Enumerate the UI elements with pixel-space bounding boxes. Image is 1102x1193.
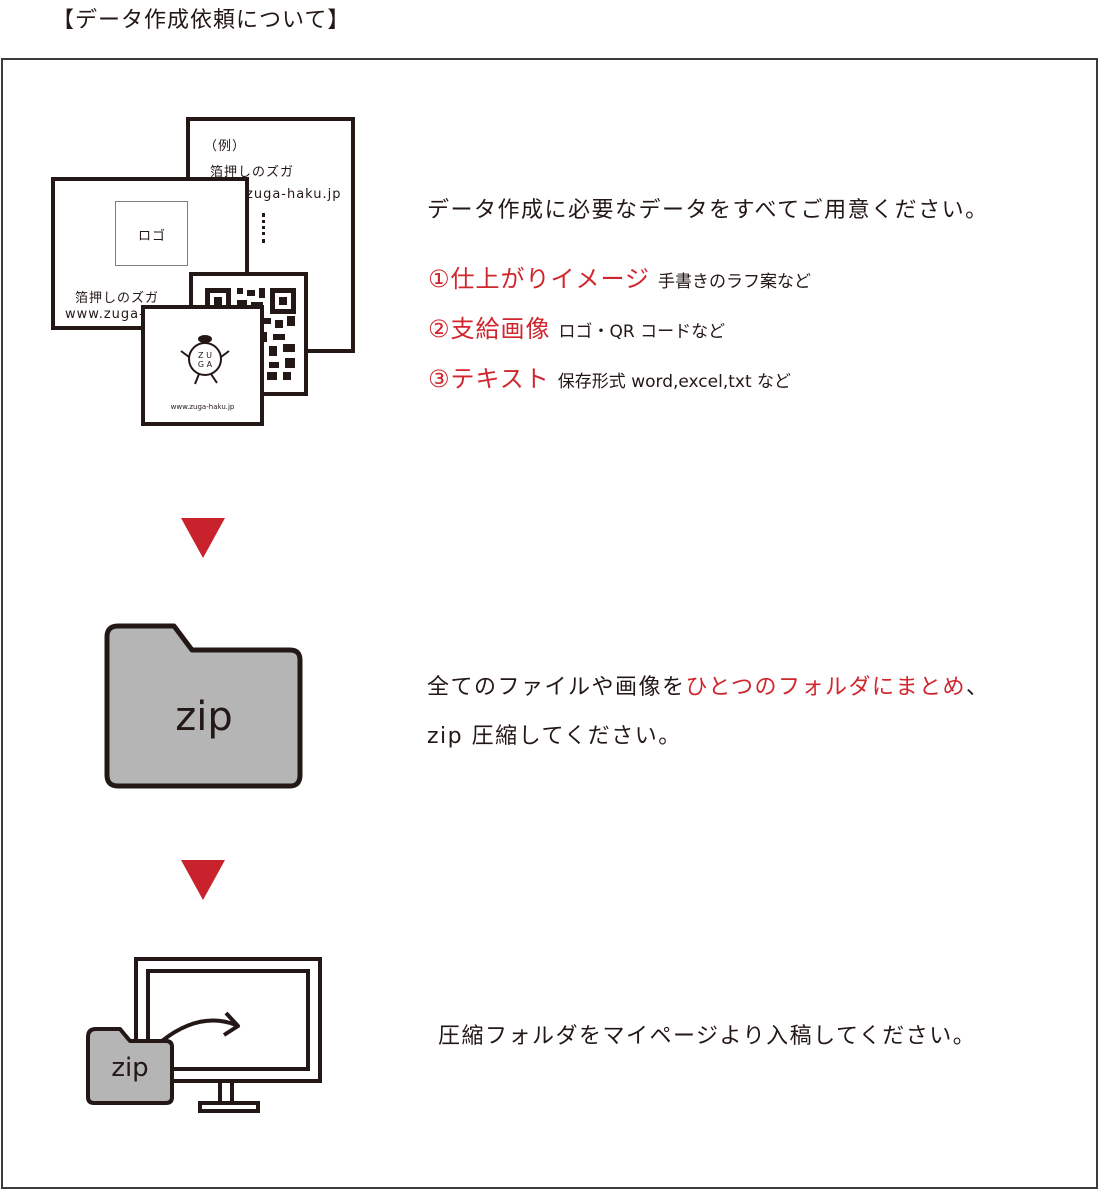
page-heading: 【データ作成依頼について】	[52, 8, 351, 33]
step2-line1: 全てのファイルや画像をひとつのフォルダにまとめ、	[427, 669, 990, 701]
item-finish-image: ①仕上がりイメージ手書きのラフ案など	[428, 259, 811, 294]
item-finish-image-label: ①仕上がりイメージ	[428, 265, 651, 293]
item-supplied-image-label: ②支給画像	[428, 315, 551, 343]
ellipsis-dots	[262, 213, 268, 243]
down-arrow-icon	[181, 518, 225, 558]
item-text-label: ③テキスト	[428, 365, 550, 393]
example-label: （例）	[204, 139, 247, 154]
upload-folder-label: zip	[111, 1053, 149, 1083]
step2-line1-prefix: 全てのファイルや画像を	[427, 675, 686, 700]
step2-line1-suffix: 、	[965, 675, 990, 700]
front-card-name: 箔押しのズガ	[75, 291, 160, 306]
down-arrow-icon	[181, 860, 225, 900]
zip-folder-label: zip	[175, 694, 233, 740]
example-name: 箔押しのズガ	[210, 165, 295, 180]
item-supplied-image: ②支給画像ロゴ・QR コードなど	[428, 309, 725, 344]
mascot-card-url: www.zuga-haku.jp	[170, 403, 235, 411]
mascot-logo-card: Z U G A www.zuga-haku.jp	[141, 305, 264, 426]
item-finish-image-note: 手書きのラフ案など	[658, 272, 812, 292]
svg-text:Z U: Z U	[198, 351, 212, 360]
item-text-note: 保存形式 word,excel,txt など	[557, 372, 792, 392]
zip-folder-icon	[104, 623, 303, 789]
item-supplied-image-note: ロゴ・QR コードなど	[558, 322, 726, 342]
monitor-upload-icon	[86, 957, 322, 1113]
instruction-frame	[1, 58, 1098, 1189]
svg-text:G A: G A	[198, 360, 213, 369]
logo-placeholder-label: ロゴ	[138, 229, 167, 244]
step3-text: 圧縮フォルダをマイページより入稿してください。	[438, 1024, 977, 1049]
item-text: ③テキスト保存形式 word,excel,txt など	[428, 359, 791, 394]
step2-line2: zip 圧縮してください。	[427, 724, 682, 749]
example-url: zuga-haku.jp	[246, 187, 342, 202]
mascot-icon: Z U G A	[180, 335, 230, 385]
step2-line1-highlight: ひとつのフォルダにまとめ	[685, 675, 966, 700]
logo-placeholder-box: ロゴ	[115, 201, 188, 266]
step1-intro-text: データ作成に必要なデータをすべてご用意ください。	[427, 198, 989, 223]
